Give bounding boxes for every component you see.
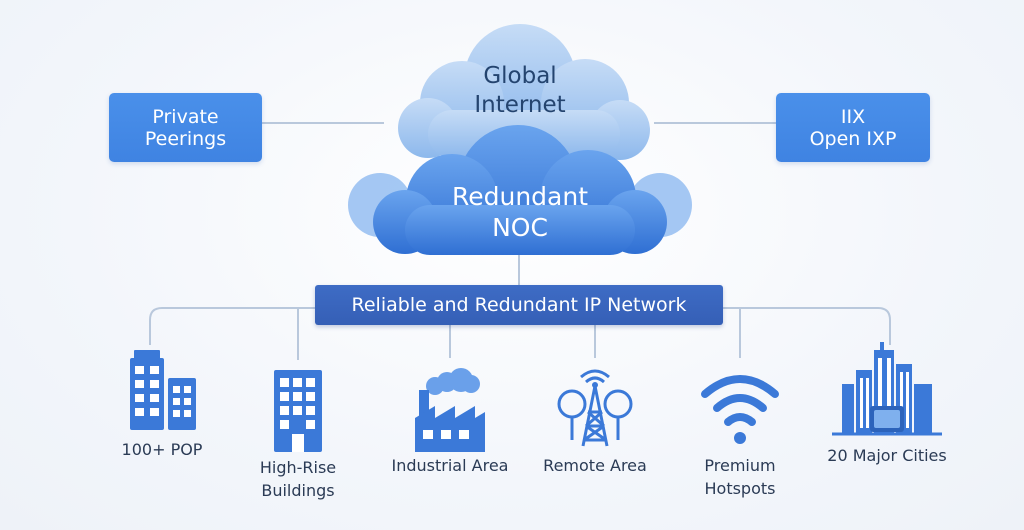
label-line: 20 Major Cities bbox=[827, 446, 947, 465]
label-line: Premium bbox=[704, 456, 776, 475]
private-peerings-line2: Peerings bbox=[144, 127, 227, 150]
node-remote-area: Remote Area bbox=[520, 340, 670, 477]
iix-open-ixp-box: IIX Open IXP bbox=[776, 93, 930, 162]
node-label: Industrial Area bbox=[392, 454, 509, 477]
global-internet-line1: Global bbox=[483, 63, 557, 89]
label-line: 100+ POP bbox=[121, 440, 203, 459]
ip-network-bar: Reliable and Redundant IP Network bbox=[315, 285, 723, 325]
connector-branch-right bbox=[723, 307, 891, 345]
label-line: Remote Area bbox=[543, 456, 647, 475]
label-line: High-Rise bbox=[259, 458, 337, 477]
global-internet-label: Global Internet bbox=[420, 62, 620, 120]
node-industrial-area: Industrial Area bbox=[375, 340, 525, 477]
label-line: Buildings bbox=[261, 481, 335, 500]
iix-line1: IIX bbox=[840, 105, 866, 128]
redundant-noc-label: Redundant NOC bbox=[400, 181, 640, 243]
node-premium-hotspots: Premium Hotspots bbox=[665, 340, 815, 500]
label-line: Industrial Area bbox=[391, 456, 509, 475]
redundant-noc-line2: NOC bbox=[492, 213, 548, 242]
node-100-pop: 100+ POP bbox=[87, 340, 237, 461]
node-label: High-Rise Buildings bbox=[260, 456, 336, 502]
node-high-rise-buildings: High-Rise Buildings bbox=[223, 340, 373, 502]
connector-branch-left bbox=[149, 307, 315, 345]
label-line: Hotspots bbox=[704, 479, 776, 498]
redundant-noc-line1: Redundant bbox=[451, 182, 589, 211]
factory-icon bbox=[415, 368, 485, 452]
node-label: 100+ POP bbox=[122, 438, 203, 461]
private-peerings-box: Private Peerings bbox=[109, 93, 262, 162]
tower-trees-icon bbox=[557, 369, 633, 447]
global-internet-line2: Internet bbox=[474, 92, 566, 118]
wifi-icon bbox=[701, 375, 779, 444]
city-skyline-icon bbox=[832, 342, 942, 436]
buildings-icon bbox=[130, 350, 196, 430]
ip-network-label: Reliable and Redundant IP Network bbox=[351, 294, 687, 316]
private-peerings-line1: Private bbox=[152, 105, 219, 128]
redundant-noc-cloud bbox=[348, 125, 692, 255]
node-20-major-cities: 20 Major Cities bbox=[812, 340, 962, 467]
node-label: Premium Hotspots bbox=[704, 454, 775, 500]
office-tower-icon bbox=[274, 370, 322, 452]
node-label: Remote Area bbox=[543, 454, 647, 477]
node-label: 20 Major Cities bbox=[827, 444, 946, 467]
iix-line2: Open IXP bbox=[809, 127, 897, 150]
